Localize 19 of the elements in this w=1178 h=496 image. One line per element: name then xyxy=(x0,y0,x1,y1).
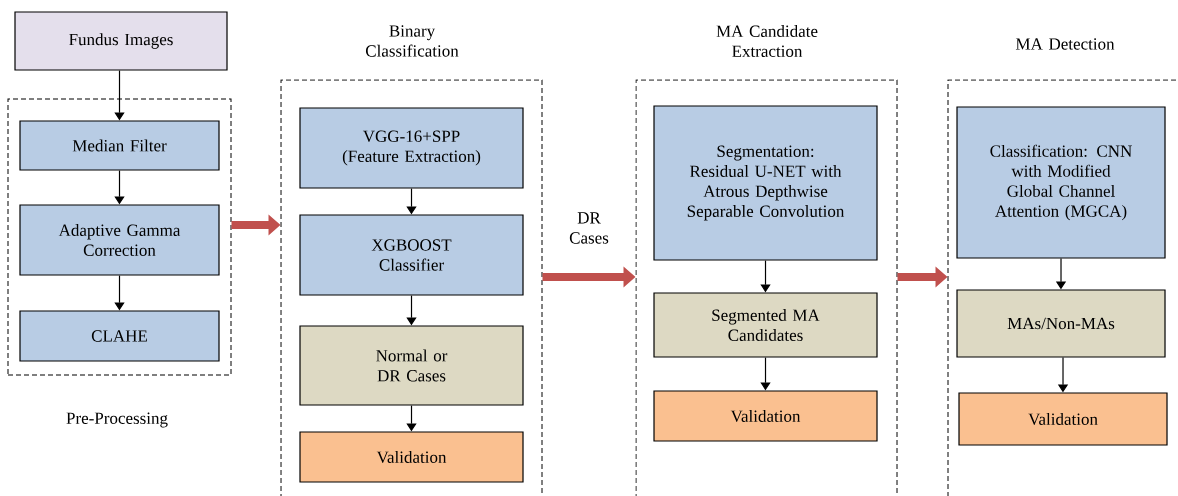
node-label: MA Candidate Extraction xyxy=(716,25,818,57)
process-box: Segmented MA Candidates xyxy=(653,292,878,358)
process-box: VGG-16+SPP (Feature Extraction) xyxy=(299,107,524,189)
process-box: XGBOOST Classifier xyxy=(299,214,524,296)
node-label: MA Detection xyxy=(1015,38,1115,50)
process-box: Validation xyxy=(653,390,878,442)
process-box: MAs/Non-MAs xyxy=(956,289,1166,358)
process-box: Fundus Images xyxy=(14,11,228,71)
node-label: Binary Classification xyxy=(365,25,459,57)
edge-label: DR Cases xyxy=(558,211,620,245)
process-box: Validation xyxy=(958,392,1168,446)
process-box: Validation xyxy=(299,431,524,483)
process-box: Median Filter xyxy=(19,120,220,171)
process-box: Adaptive Gamma Correction xyxy=(19,204,220,276)
process-box: Normal or DR Cases xyxy=(299,325,524,406)
process-box: Classification: CNN with Modified Global Channel Attention (MGCA) xyxy=(956,106,1166,259)
process-box: Segmentation: Residual U-NET with Atrous Depthwise Separable Convolution xyxy=(653,105,878,261)
process-box: CLAHE xyxy=(19,310,220,362)
node-label: Pre-Processing xyxy=(66,412,168,428)
